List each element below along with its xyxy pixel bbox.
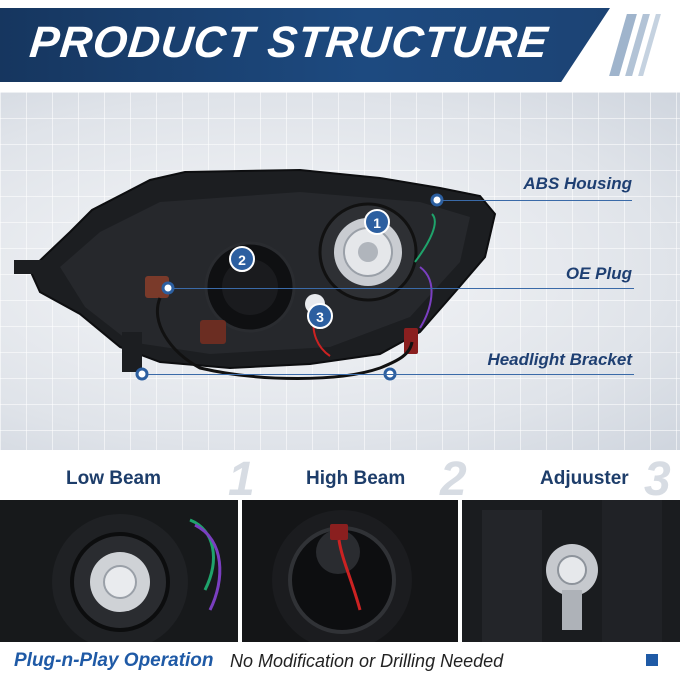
high-beam-photo xyxy=(242,500,458,642)
square-icon xyxy=(646,654,658,666)
adjuster-photo xyxy=(462,500,680,642)
adjuster-number: 3 xyxy=(644,453,671,506)
header-banner: PRODUCT STRUCTURE xyxy=(0,0,680,92)
marker-1-label: 1 xyxy=(373,215,381,231)
product-image-area: 1 2 3 ABS Housing OE Plug Headlight Brac… xyxy=(0,92,680,450)
marker-2-label: 2 xyxy=(238,252,246,268)
low-beam-number: 1 xyxy=(228,453,255,506)
footer-bar: Plug-n-Play Operation No Modification or… xyxy=(0,642,680,680)
footer-headline: Plug-n-Play Operation xyxy=(14,650,214,671)
callout-line-bracket xyxy=(148,374,634,375)
marker-2: 2 xyxy=(229,246,255,272)
beam-details: Low Beam 1 High Beam 2 Adjuuster 3 xyxy=(0,450,680,642)
adjuster-label: Adjuuster xyxy=(540,468,629,489)
callout-line-abs xyxy=(442,200,632,201)
page-title: PRODUCT STRUCTURE xyxy=(27,18,551,67)
low-beam-photo xyxy=(0,500,238,642)
callout-line-oe xyxy=(174,288,634,289)
high-beam-number: 2 xyxy=(440,453,467,506)
low-beam-label: Low Beam xyxy=(66,468,162,489)
high-beam-label: High Beam xyxy=(306,468,406,489)
callout-oe-plug: OE Plug xyxy=(565,264,632,283)
footer-text: No Modification or Drilling Needed xyxy=(230,651,504,671)
marker-3: 3 xyxy=(307,303,333,329)
marker-1: 1 xyxy=(364,209,390,235)
marker-3-label: 3 xyxy=(316,309,324,325)
headlight-illustration: 1 2 3 xyxy=(14,168,497,381)
callout-abs-housing: ABS Housing xyxy=(523,174,632,193)
banner-background xyxy=(0,8,610,82)
callout-headlight-bracket: Headlight Bracket xyxy=(487,350,632,369)
